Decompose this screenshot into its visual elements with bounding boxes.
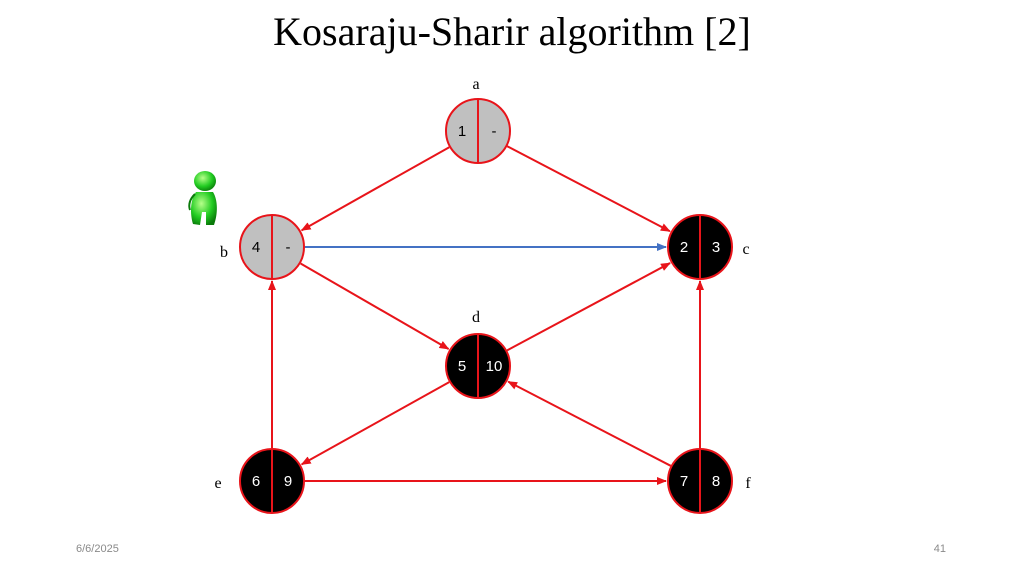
node-post-order: 9 <box>284 473 292 490</box>
node-c: 2 3 c <box>667 214 750 280</box>
node-pre-order: 6 <box>252 473 260 490</box>
node-f: 7 8 f <box>667 448 751 514</box>
node-pre-order: 2 <box>680 239 688 256</box>
edge-d-c <box>506 262 671 352</box>
edge-b-d <box>300 262 450 350</box>
node-e: 6 9 e <box>214 448 305 514</box>
node-pre-order: 4 <box>252 239 260 256</box>
edges-layer <box>268 145 704 485</box>
page-number: 41 <box>933 543 946 555</box>
footer-date: 6/6/2025 <box>76 543 119 555</box>
node-label: e <box>214 475 221 492</box>
edge-d-e <box>300 381 450 466</box>
edge-f-d <box>507 380 672 467</box>
node-post-order: - <box>286 239 291 256</box>
edge-a-b <box>300 146 450 232</box>
node-post-order: 3 <box>712 239 720 256</box>
node-post-order: - <box>492 123 497 140</box>
node-pre-order: 1 <box>458 123 466 140</box>
node-pre-order: 7 <box>680 473 688 490</box>
node-b: 4 - b <box>220 214 305 280</box>
node-label: b <box>220 244 228 261</box>
node-d: 5 10 d <box>445 309 511 399</box>
person-pointer-icon <box>188 171 217 225</box>
node-post-order: 10 <box>486 358 503 375</box>
node-label: f <box>745 475 751 492</box>
node-label: a <box>472 76 479 93</box>
slide-title: Kosaraju-Sharir algorithm [2] <box>273 9 751 54</box>
node-a: 1 - a <box>445 76 511 164</box>
nodes-layer: 1 - a 4 - b 2 3 c 5 10 d 6 9 e 7 8 f <box>214 76 751 514</box>
node-label: c <box>742 241 749 258</box>
edge-a-c <box>506 145 671 233</box>
node-post-order: 8 <box>712 473 720 490</box>
node-pre-order: 5 <box>458 358 466 375</box>
node-label: d <box>472 309 480 326</box>
